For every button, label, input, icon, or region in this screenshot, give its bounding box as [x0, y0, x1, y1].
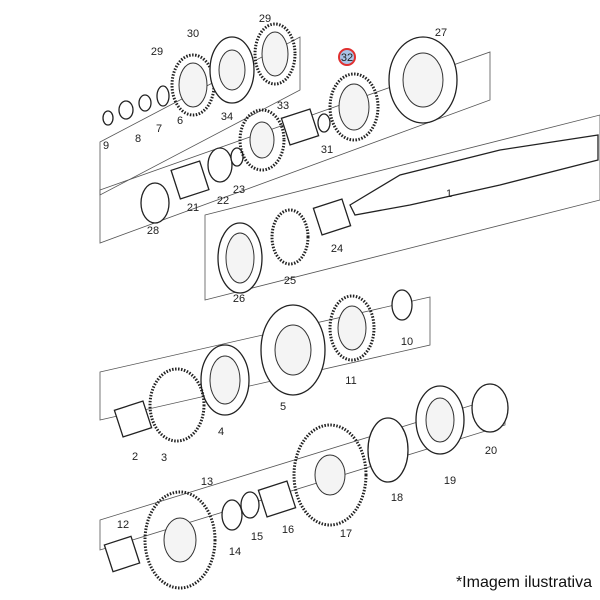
illustrative-image-caption: *Imagem ilustrativa [455, 574, 592, 591]
part-27-bore [402, 52, 444, 108]
part-19-bore [425, 397, 455, 443]
part-13-bore [163, 517, 197, 563]
part-32-bore [338, 83, 370, 131]
part-7-sleeve[interactable] [138, 94, 152, 112]
group-box-lower [99, 296, 431, 421]
part-22-ring[interactable] [207, 147, 233, 183]
part-6-ring[interactable] [156, 85, 170, 107]
part-34-gear[interactable] [238, 108, 286, 172]
label-7[interactable]: 7 [156, 123, 162, 135]
part-1-mainshaft[interactable] [349, 134, 599, 216]
group-box-shaft [204, 114, 600, 301]
label-29[interactable]: 29 [259, 13, 271, 25]
label-20[interactable]: 20 [485, 445, 497, 457]
part-20-bearing[interactable] [471, 383, 509, 433]
part-4-bore [209, 355, 241, 405]
label-23[interactable]: 23 [233, 184, 245, 196]
label-10[interactable]: 10 [401, 336, 413, 348]
part-29-ring-b[interactable] [253, 22, 297, 86]
part-12-bearing[interactable] [103, 535, 141, 573]
part-32-ring[interactable] [328, 72, 380, 142]
label-30[interactable]: 30 [187, 28, 199, 40]
label-32[interactable]: 32 [341, 52, 353, 64]
part-15-sleeve[interactable] [240, 491, 260, 519]
part-9-ring[interactable] [102, 110, 114, 126]
label-8[interactable]: 8 [135, 133, 141, 145]
label-19[interactable]: 19 [444, 475, 456, 487]
label-5[interactable]: 5 [280, 401, 286, 413]
part-21-bearing[interactable] [170, 160, 210, 200]
part-5-bore [274, 324, 312, 376]
label-13[interactable]: 13 [201, 476, 213, 488]
label-26[interactable]: 26 [233, 293, 245, 305]
part-14-ring[interactable] [221, 499, 243, 531]
part-29b-bore [261, 31, 289, 77]
highlight-marker-32[interactable] [338, 48, 356, 66]
label-14[interactable]: 14 [229, 546, 241, 558]
part-3-gear[interactable] [148, 367, 206, 443]
label-21[interactable]: 21 [187, 202, 199, 214]
part-10-snap-ring[interactable] [391, 289, 413, 321]
part-29-bore [178, 62, 208, 108]
label-29b[interactable]: 29 [151, 46, 163, 58]
label-3[interactable]: 3 [161, 452, 167, 464]
label-33[interactable]: 33 [277, 100, 289, 112]
label-34[interactable]: 34 [221, 111, 233, 123]
part-13-gear[interactable] [143, 490, 217, 590]
label-22[interactable]: 22 [217, 195, 229, 207]
part-11-ring[interactable] [328, 294, 376, 362]
label-2[interactable]: 2 [132, 451, 138, 463]
part-18-ring[interactable] [367, 417, 409, 483]
label-28[interactable]: 28 [147, 225, 159, 237]
label-1[interactable]: 1 [446, 188, 452, 200]
label-31[interactable]: 31 [321, 144, 333, 156]
part-25-gear[interactable] [270, 208, 310, 266]
part-26-bore [225, 232, 255, 284]
part-30-bore [218, 49, 246, 91]
part-17-bore [314, 454, 346, 496]
label-18[interactable]: 18 [391, 492, 403, 504]
part-2-bearing[interactable] [113, 400, 153, 438]
part-24-bearing[interactable] [312, 198, 352, 236]
part-16-bearing[interactable] [257, 480, 297, 518]
label-16[interactable]: 16 [282, 524, 294, 536]
label-4[interactable]: 4 [218, 426, 224, 438]
part-labels: 29 30 29 27 32 33 34 31 9 8 7 6 1 23 22 … [103, 13, 497, 558]
label-15[interactable]: 15 [251, 531, 263, 543]
label-9[interactable]: 9 [103, 140, 109, 152]
label-27[interactable]: 27 [435, 27, 447, 39]
label-6[interactable]: 6 [177, 115, 183, 127]
part-11-bore [337, 305, 367, 351]
part-28-gear[interactable] [140, 182, 170, 224]
label-25[interactable]: 25 [284, 275, 296, 287]
label-17[interactable]: 17 [340, 528, 352, 540]
part-34-bore [249, 121, 275, 159]
label-12[interactable]: 12 [117, 519, 129, 531]
part-17-gear[interactable] [292, 423, 368, 527]
label-24[interactable]: 24 [331, 243, 343, 255]
part-8-bearing[interactable] [118, 100, 134, 120]
part-33-bearing[interactable] [280, 108, 320, 146]
part-31-ring[interactable] [317, 113, 331, 133]
label-11[interactable]: 11 [345, 375, 356, 387]
part-23-ring[interactable] [230, 147, 244, 167]
